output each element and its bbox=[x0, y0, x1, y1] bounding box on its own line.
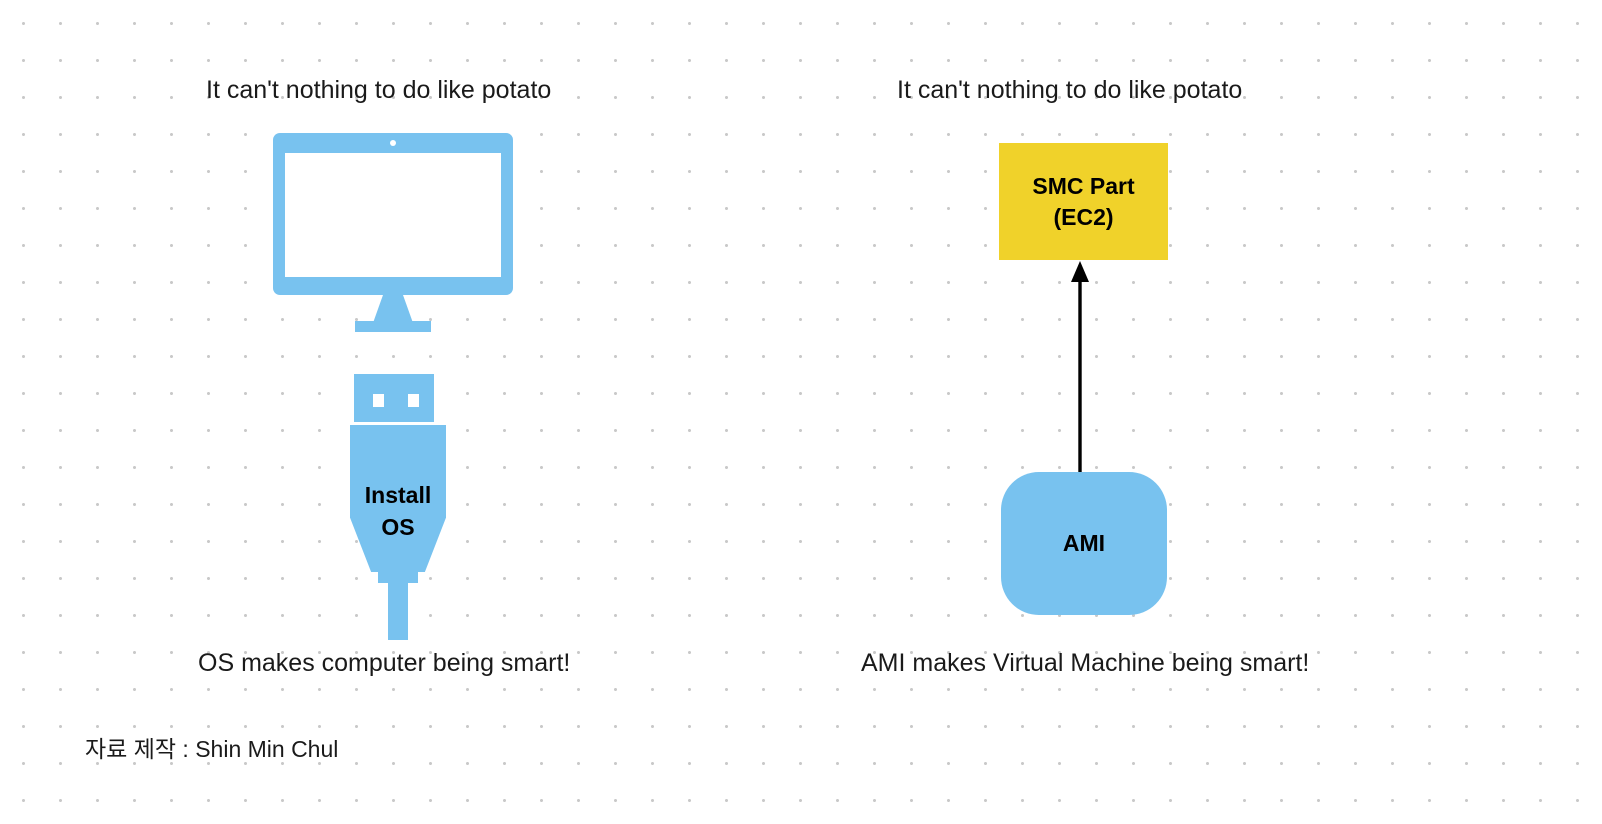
monitor-frame bbox=[273, 133, 513, 295]
monitor-stand-base bbox=[355, 321, 431, 332]
monitor-stand-neck bbox=[373, 295, 413, 323]
ami-box[interactable]: AMI bbox=[1001, 472, 1167, 615]
ami-box-label: AMI bbox=[1062, 530, 1106, 556]
usb-metal-tip bbox=[354, 374, 434, 422]
computer-monitor-icon bbox=[273, 133, 513, 332]
monitor-screen bbox=[285, 153, 501, 277]
usb-hole-right bbox=[408, 394, 419, 407]
monitor-camera-dot bbox=[390, 140, 396, 146]
left-caption: OS makes computer being smart! bbox=[198, 649, 571, 677]
left-heading: It can't nothing to do like potato bbox=[206, 76, 552, 104]
smc-box-line2: (EC2) bbox=[1053, 203, 1114, 230]
smc-box-line1: SMC Part bbox=[1032, 172, 1135, 199]
usb-connector-icon: Install OS bbox=[350, 374, 446, 640]
credit-text: 자료 제작 : Shin Min Chul bbox=[85, 736, 339, 762]
usb-label-line1: Install bbox=[364, 482, 432, 508]
smc-part-ec2-box[interactable]: SMC Part (EC2) bbox=[999, 143, 1168, 260]
usb-hole-left bbox=[373, 394, 384, 407]
right-caption: AMI makes Virtual Machine being smart! bbox=[861, 649, 1310, 677]
smc-box-text: SMC Part (EC2) bbox=[1032, 171, 1134, 233]
right-heading: It can't nothing to do like potato bbox=[897, 76, 1243, 104]
usb-cable bbox=[388, 579, 408, 640]
usb-label-line2: OS bbox=[381, 514, 415, 540]
up-arrow-icon bbox=[1071, 261, 1089, 476]
usb-body bbox=[350, 425, 446, 572]
usb-install-os-label: Install OS bbox=[350, 479, 446, 543]
